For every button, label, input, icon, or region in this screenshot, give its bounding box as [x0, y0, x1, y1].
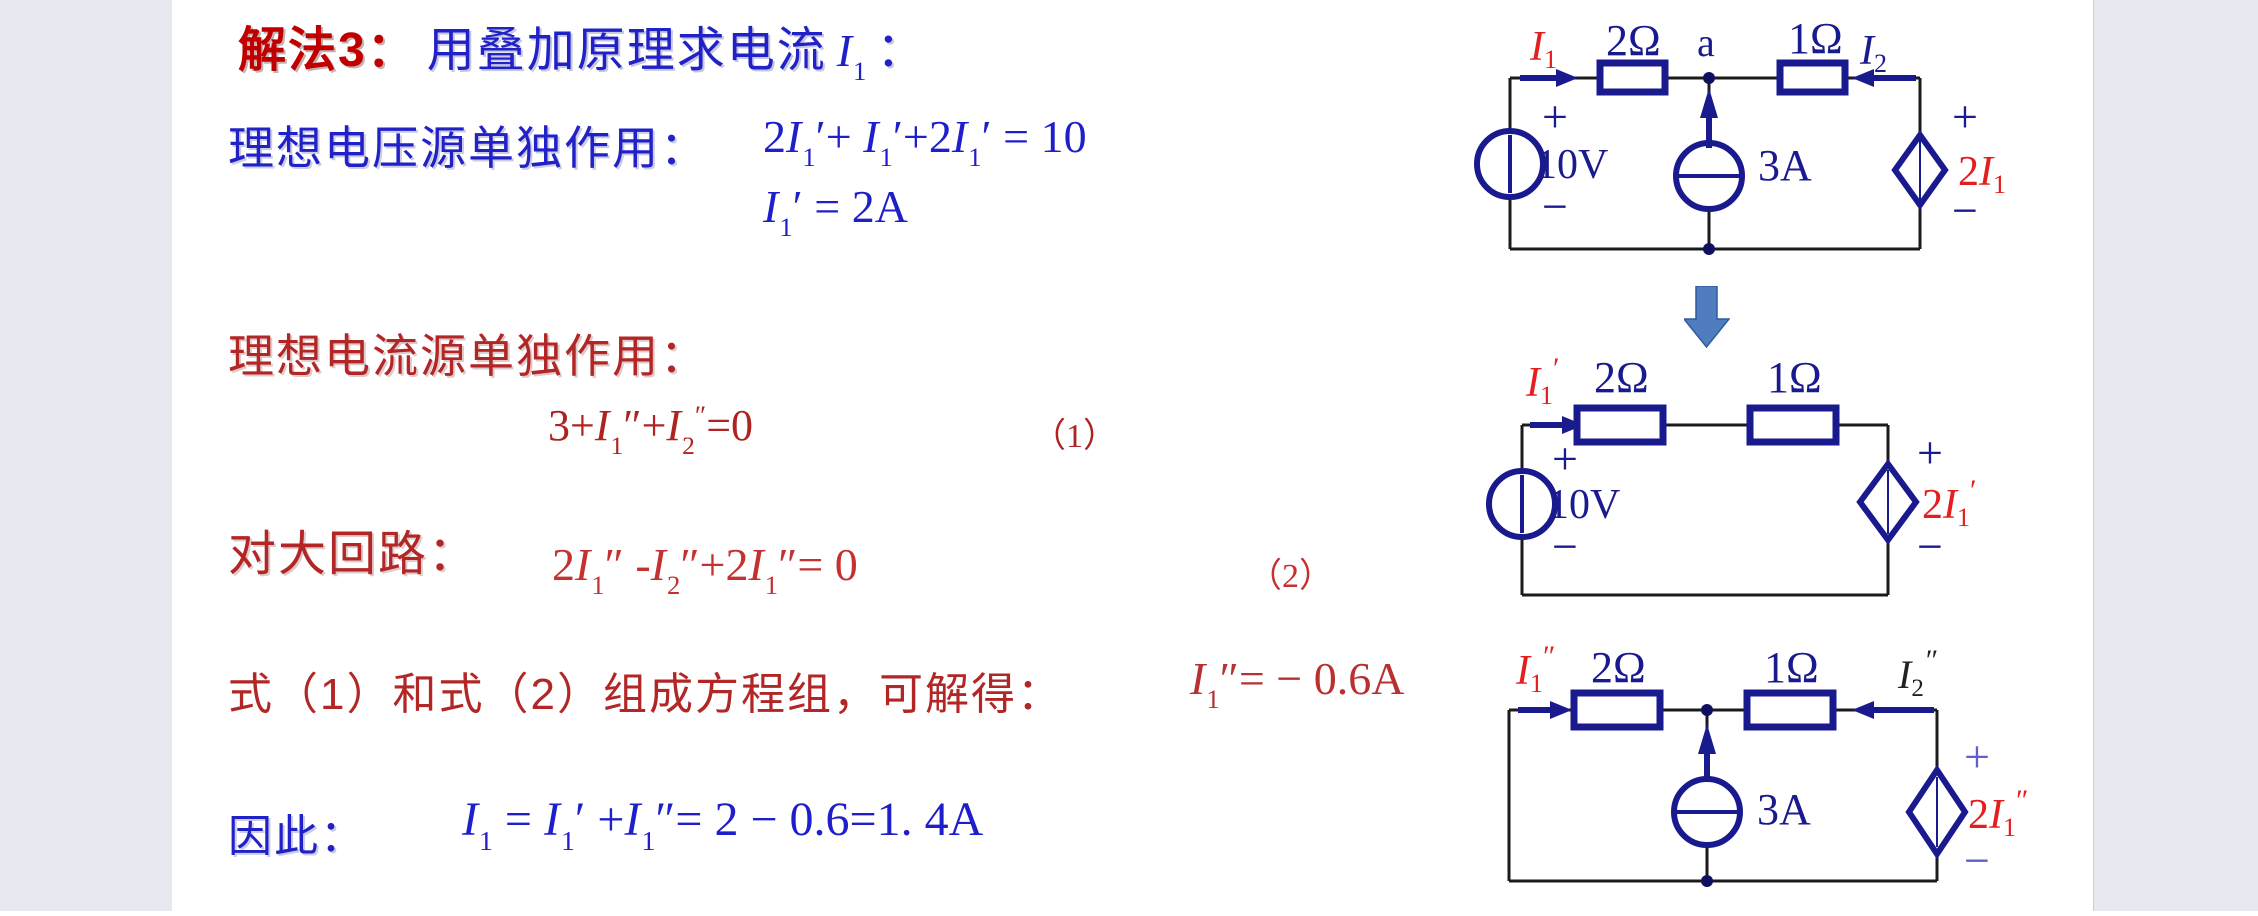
current-arrow-i1 — [1518, 701, 1572, 719]
current-source — [1671, 724, 1743, 848]
final-equation: I1 = I1′ +I1″= 2 − 0.6=1. 4A — [462, 793, 984, 857]
polarity-minus-vs: − — [1552, 521, 1578, 572]
polarity-minus-dep: − — [1952, 185, 1978, 236]
resistor-1ohm — [1776, 59, 1849, 96]
resistor-2ohm — [1570, 689, 1664, 731]
current-source — [1673, 88, 1745, 212]
voltage-section-label: 理想电压源单独作用： — [228, 122, 708, 174]
node-dot-top — [1701, 704, 1713, 716]
current-arrow-i2 — [1852, 701, 1934, 719]
dependent-source — [1905, 764, 1969, 860]
slide-area — [172, 0, 2093, 916]
polarity-plus-dep: + — [1964, 731, 1990, 782]
voltage-source — [1474, 128, 1546, 200]
loop-equation: 2I1″ -I2″+2I1″= 0 — [552, 539, 858, 601]
polarity-plus-dep: + — [1917, 427, 1943, 478]
resistor-2ohm — [1596, 59, 1669, 96]
left-margin — [0, 0, 173, 911]
resistor-label-1ohm: 1Ω — [1788, 14, 1843, 63]
voltage-equation-2: I1′ = 2A — [763, 181, 908, 243]
current-label-i2-dblprime: I2″ — [1897, 644, 1937, 702]
heading-current-symbol: I1 — [836, 25, 867, 87]
current-label-i2: I2 — [1859, 28, 1887, 78]
current-arrow-i2 — [1852, 69, 1916, 87]
polarity-minus-dep: − — [1964, 835, 1990, 886]
voltage-equation-1: 2I1′+ I1′+2I1′ = 10 — [763, 111, 1087, 173]
resistor-2ohm — [1573, 404, 1667, 446]
dep-source-label: 2I1″ — [1968, 784, 2029, 842]
dependent-source — [1856, 458, 1920, 546]
equation-tag-2: （2） — [1248, 558, 1333, 595]
circuit-voltage-only: I1′ 2Ω 1Ω + 10V − + 2I1′ − — [1486, 352, 1977, 597]
conclusion-result: I1″= − 0.6A — [1190, 653, 1405, 715]
resistor-label-2ohm: 2Ω — [1606, 16, 1661, 65]
source-label-10v: 10V — [1548, 482, 1620, 528]
resistor-1ohm — [1743, 689, 1837, 731]
source-label-3a: 3A — [1757, 785, 1811, 834]
node-dot-bottom — [1703, 243, 1715, 255]
therefore-label: 因此： — [228, 812, 366, 861]
current-arrow-i1 — [1520, 69, 1578, 87]
node-dot-bottom — [1701, 875, 1713, 887]
resistor-label-1ohm: 1Ω — [1767, 353, 1822, 402]
current-section-label: 理想电流源单独作用： — [228, 330, 708, 382]
current-label-i1-dblprime: I1″ — [1515, 640, 1556, 698]
heading-text: 用叠加原理求电流 — [426, 24, 827, 77]
dep-source-label: 2I1′ — [1922, 474, 1977, 532]
voltage-source — [1486, 468, 1558, 540]
polarity-minus-dep: − — [1917, 521, 1943, 572]
resistor-label-1ohm: 1Ω — [1764, 643, 1819, 692]
right-margin — [2093, 0, 2258, 911]
node-dot-a — [1703, 72, 1715, 84]
resistor-label-2ohm: 2Ω — [1594, 353, 1649, 402]
heading-colon: ： — [876, 24, 927, 77]
polarity-minus-vs: − — [1542, 181, 1568, 232]
loop-section-label: 对大回路： — [228, 528, 479, 581]
equation-tag-1: （1） — [1032, 418, 1117, 455]
source-label-10v: 10V — [1536, 142, 1608, 188]
dependent-source — [1891, 129, 1949, 211]
current-label-i1: I1 — [1529, 24, 1557, 74]
resistor-1ohm — [1746, 404, 1840, 446]
source-label-3a: 3A — [1758, 141, 1812, 190]
current-equation: 3+I1″+I2″=0 — [548, 400, 754, 460]
polarity-plus-vs: + — [1542, 91, 1568, 142]
polarity-plus-vs: + — [1552, 433, 1578, 484]
down-arrow-icon — [1684, 286, 1730, 348]
solution-heading: 解法3： 用叠加原理求电流 I1 ： — [238, 10, 927, 87]
polarity-plus-dep: + — [1952, 91, 1978, 142]
circuit-original: I1 2Ω a 1Ω I2 + 10V − 3A + 2I1 − — [1474, 14, 2006, 255]
conclusion-text: 式（1）和式（2）组成方程组，可解得： — [228, 670, 1063, 719]
node-label-a: a — [1697, 20, 1715, 65]
circuit-current-only: I1″ 2Ω 1Ω I2″ 3A + 2I1″ − — [1507, 640, 2029, 887]
heading-method-label: 解法3： — [238, 24, 417, 77]
current-label-i1-prime: I1′ — [1525, 352, 1560, 410]
resistor-label-2ohm: 2Ω — [1591, 643, 1646, 692]
dep-source-label: 2I1 — [1958, 149, 2006, 199]
current-arrow-i1 — [1530, 416, 1584, 434]
